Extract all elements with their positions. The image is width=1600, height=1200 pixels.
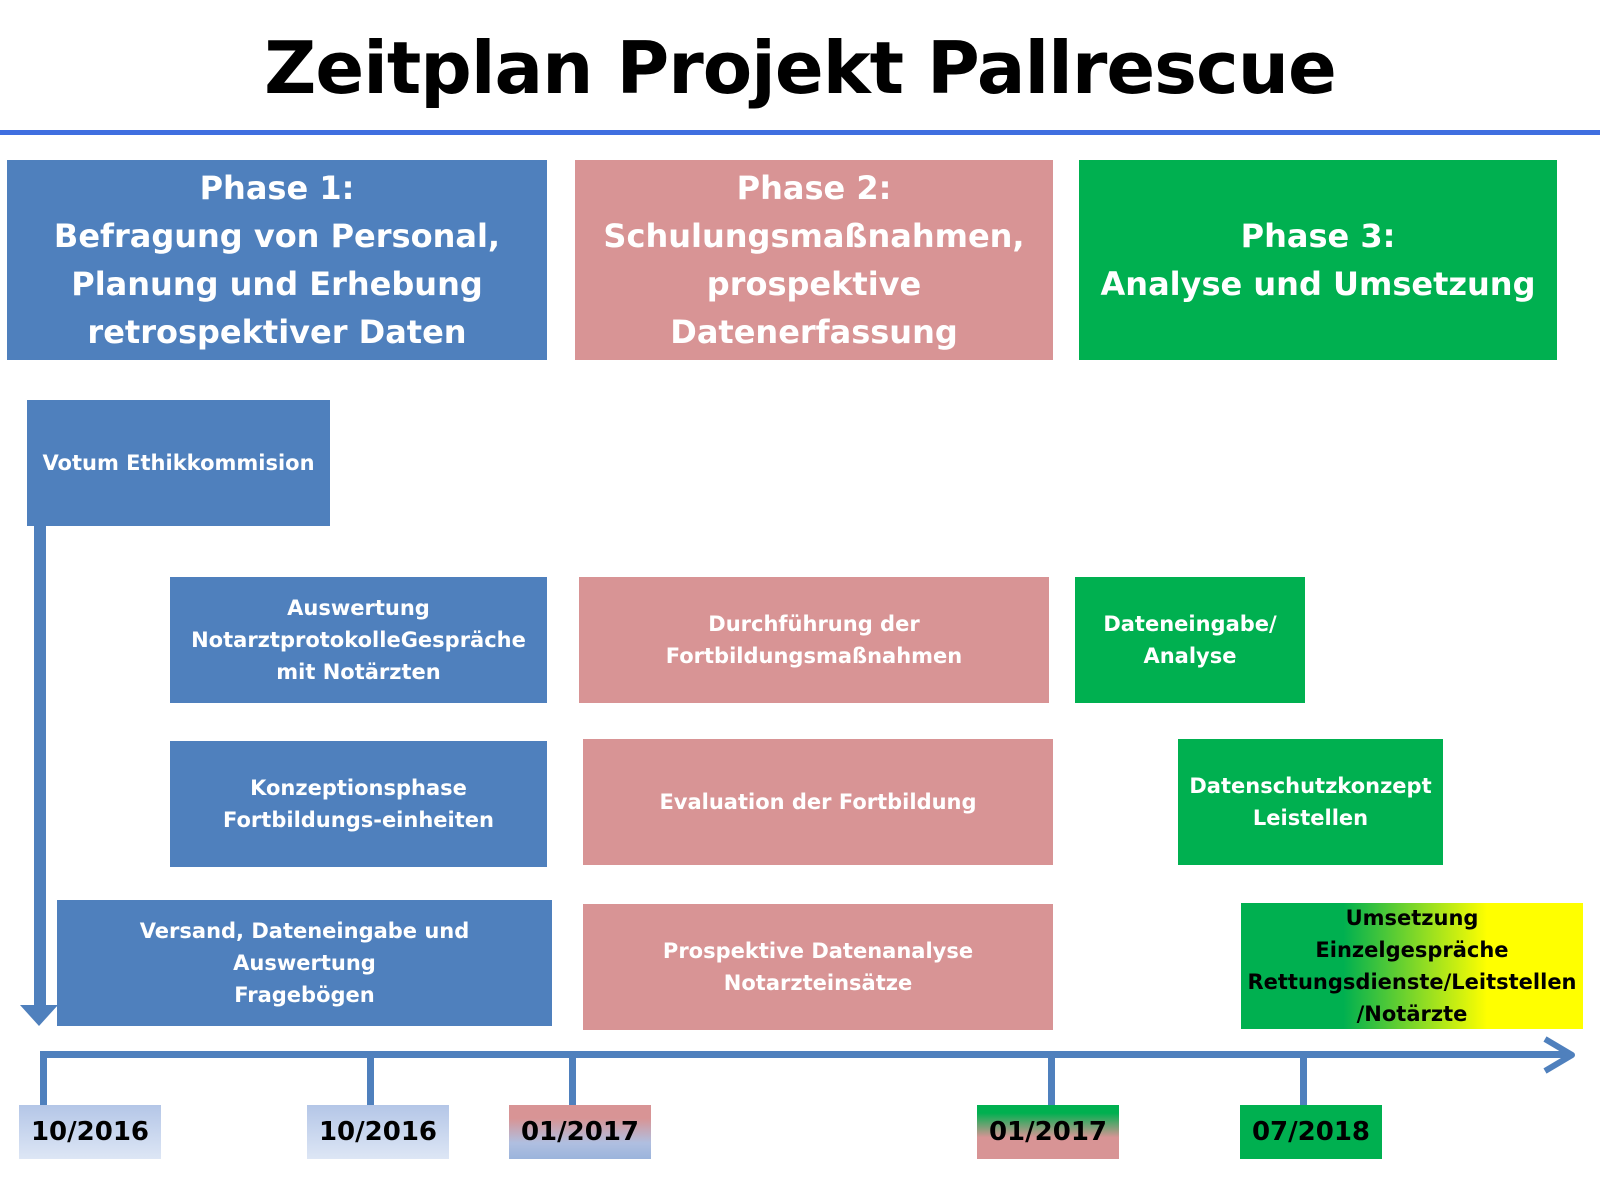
task-versand-frageboegen: Versand, Dateneingabe und Auswertung Fra… — [57, 900, 552, 1026]
phase-2-box: Phase 2: Schulungsmaßnahmen, prospektive… — [575, 160, 1053, 360]
task-evaluation-fortbildung: Evaluation der Fortbildung — [583, 739, 1053, 865]
timeline-tick-3 — [569, 1055, 576, 1105]
title-divider — [0, 130, 1600, 135]
task-konzeptionsphase: Konzeptionsphase Fortbildungs-einheiten — [170, 741, 547, 867]
task-votum-ethikkommission: Votum Ethikkommision — [27, 400, 330, 526]
task-auswertung-notarztprotokolle: Auswertung NotarztprotokolleGespräche mi… — [170, 577, 547, 703]
timeline-arrow-head — [1543, 1036, 1575, 1074]
timeline-axis — [40, 1051, 1570, 1058]
timeline-date-5: 07/2018 — [1240, 1105, 1382, 1159]
timeline-date-2: 10/2016 — [307, 1105, 449, 1159]
task-prospektive-datenanalyse: Prospektive Datenanalyse Notarzteinsätze — [583, 904, 1053, 1030]
task-datenschutzkonzept: Datenschutzkonzept Leistellen — [1178, 739, 1443, 865]
task-dateneingabe-analyse: Dateneingabe/ Analyse — [1075, 577, 1305, 703]
vertical-arrow-shaft — [34, 520, 46, 1005]
timeline-date-3: 01/2017 — [509, 1105, 651, 1159]
phase-3-box: Phase 3: Analyse und Umsetzung — [1079, 160, 1557, 360]
timeline-date-4: 01/2017 — [977, 1105, 1119, 1159]
timeline-tick-5 — [1300, 1055, 1307, 1105]
page-title: Zeitplan Projekt Pallrescue — [264, 26, 1337, 110]
task-umsetzung-einzelgespraeche: Umsetzung Einzelgespräche Rettungsdienst… — [1241, 903, 1583, 1029]
phase-1-box: Phase 1: Befragung von Personal, Planung… — [7, 160, 547, 360]
timeline-tick-1 — [40, 1055, 47, 1105]
vertical-arrow-head — [20, 1005, 58, 1026]
timeline-date-1: 10/2016 — [19, 1105, 161, 1159]
timeline-tick-2 — [367, 1055, 374, 1105]
timeline-tick-4 — [1048, 1055, 1055, 1105]
task-durchfuehrung-fortbildung: Durchführung der Fortbildungsmaßnahmen — [579, 577, 1049, 703]
